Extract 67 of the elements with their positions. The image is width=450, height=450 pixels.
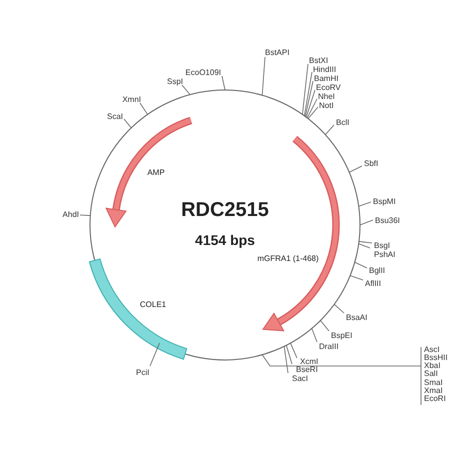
enzyme-site-label: BsaAI	[346, 312, 368, 322]
leader-line	[304, 80, 314, 117]
leader-line	[222, 76, 226, 90]
enzyme-site-label: EcoRI	[424, 394, 446, 404]
leader-line	[360, 220, 374, 226]
enzyme-site-label: SspI	[166, 76, 183, 86]
leader-line	[324, 124, 334, 136]
enzyme-site-label: BstXI	[309, 56, 328, 64]
enzyme-site-label: BstAPI	[265, 48, 290, 56]
enzyme-site-label: XbaI	[424, 361, 440, 370]
enzyme-site-label: SbfI	[364, 158, 378, 168]
leader-line	[354, 262, 368, 268]
leader-line	[306, 98, 318, 118]
leader-line	[80, 214, 91, 216]
enzyme-site-label: AscI	[424, 344, 440, 354]
leader-line	[306, 90, 316, 118]
enzyme-site-label: NotI	[319, 100, 334, 110]
feature-label: AMP	[147, 169, 165, 177]
leader-line	[262, 346, 422, 406]
enzyme-site-label: AhdI	[62, 210, 79, 218]
leader-line	[140, 102, 148, 115]
enzyme-site-label: XcmI	[300, 356, 318, 366]
enzyme-site-label: ScaI	[106, 112, 123, 120]
plasmid-name: RDC2515	[181, 200, 269, 220]
enzyme-site-label: BspEI	[331, 330, 352, 340]
leader-line	[350, 275, 364, 280]
leader-line	[358, 243, 370, 248]
leader-line	[290, 342, 298, 358]
leader-line	[358, 241, 372, 244]
leader-line	[308, 106, 318, 120]
enzyme-site-label: EcoO109I	[185, 68, 221, 76]
enzyme-site-label: PshAI	[374, 250, 396, 258]
enzyme-site-label: SmaI	[424, 378, 443, 387]
leader-line	[302, 64, 308, 115]
enzyme-site-label: AflIII	[365, 278, 382, 288]
enzyme-site-label: BssHII	[424, 352, 448, 362]
leader-line	[286, 344, 292, 364]
enzyme-site-label: BamHI	[314, 74, 338, 82]
enzyme-site-label: PciI	[136, 368, 150, 376]
enzyme-site-label: SacI	[292, 374, 308, 382]
leader-line	[262, 56, 266, 96]
leader-line	[150, 342, 160, 366]
enzyme-site-label: NheI	[318, 92, 335, 100]
leader-line	[320, 320, 330, 332]
leader-line	[124, 118, 132, 128]
enzyme-site-label: BsgI	[374, 240, 390, 250]
enzyme-site-label: BglII	[369, 266, 386, 274]
leader-line	[348, 166, 362, 173]
enzyme-site-label: XmaI	[424, 386, 443, 395]
enzyme-site-label: HindIII	[313, 64, 336, 74]
enzyme-site-label: DraIII	[319, 342, 339, 350]
leader-line	[182, 84, 190, 95]
enzyme-site-label: EcoRV	[316, 82, 341, 92]
enzyme-site-label: BspMI	[373, 196, 396, 206]
leader-line	[311, 328, 318, 342]
leader-line	[358, 202, 372, 207]
enzyme-site-label: SalI	[424, 369, 438, 378]
enzyme-site-label: BseRI	[296, 364, 318, 374]
enzyme-site-label: XmnI	[122, 94, 141, 104]
plasmid-size: 4154 bps	[195, 233, 255, 247]
feature-label: mGFRA1 (1-468)	[257, 255, 319, 263]
enzyme-site-label: BclI	[336, 118, 350, 126]
enzyme-site-label: Bsu36I	[375, 216, 400, 224]
feature-label: COLE1	[140, 301, 166, 309]
leader-line	[334, 304, 344, 314]
leader-line	[284, 346, 288, 374]
leader-line	[304, 72, 312, 116]
